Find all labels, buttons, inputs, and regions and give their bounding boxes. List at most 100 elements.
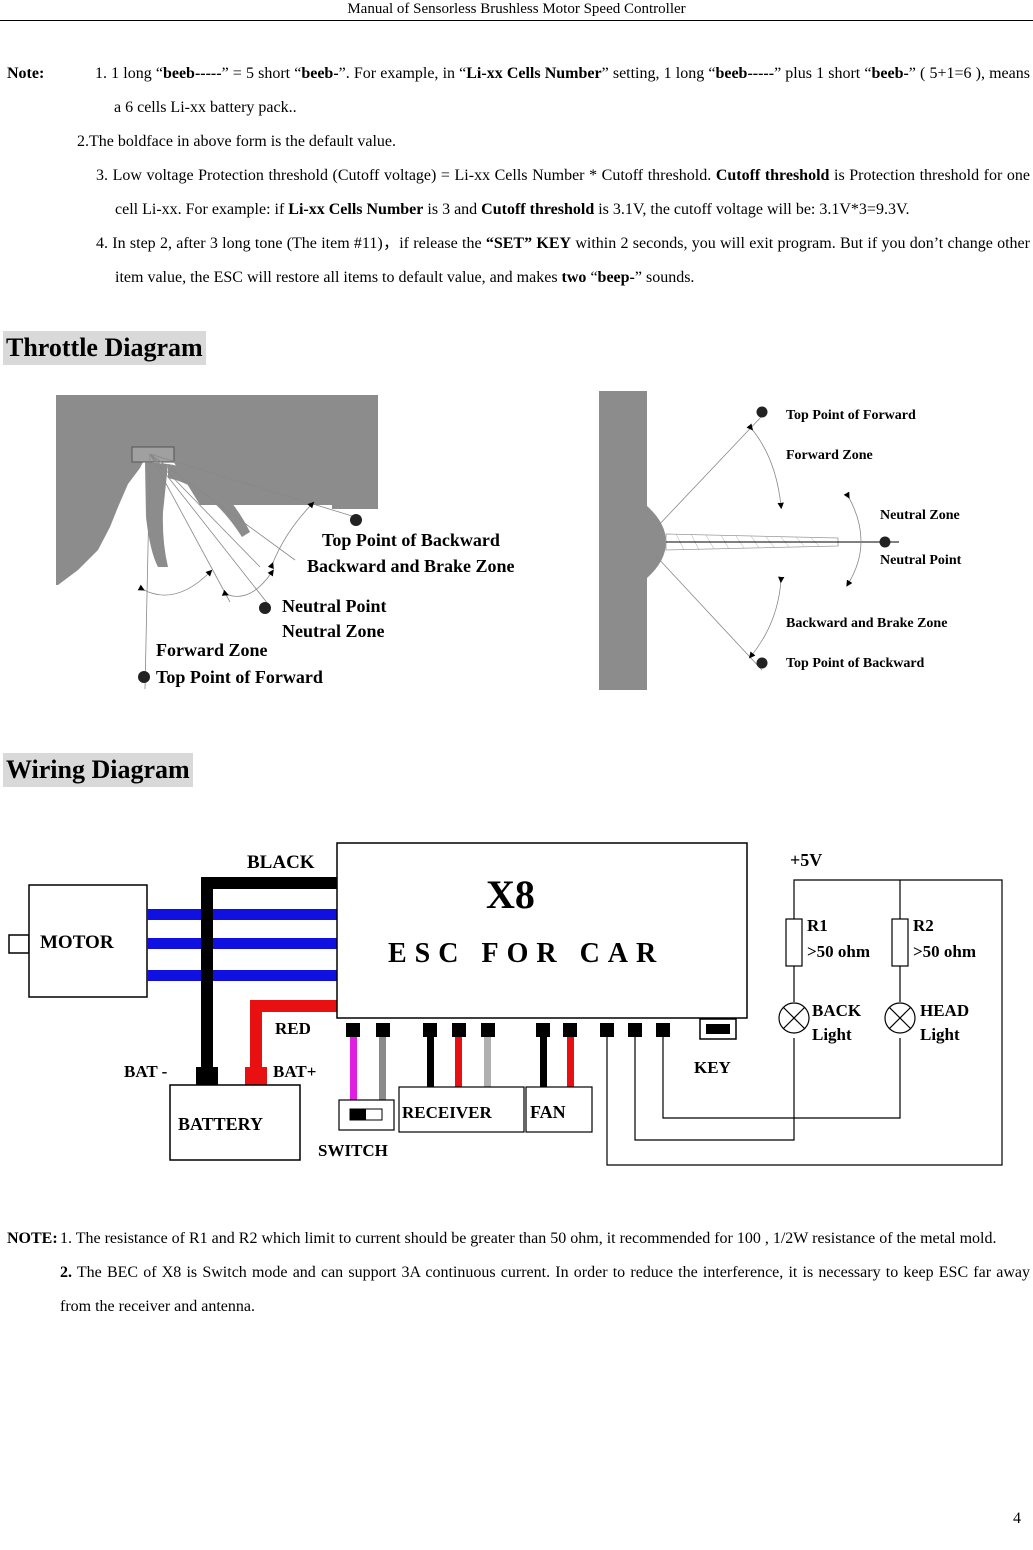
note-1: 1. 1 long “beeb-----” = 5 short “beeb-”.…: [95, 57, 1030, 125]
r2-label: R2: [913, 916, 934, 935]
label-backward-zone: Backward and Brake Zone: [307, 556, 515, 576]
throttle-diagram-right: Top Point of Forward Forward Zone Neutra…: [599, 391, 962, 690]
note-3-bold: Li-xx Cells Number: [288, 201, 424, 218]
note-1-text: ” plus 1 short “: [774, 65, 872, 82]
resistor-r2: [891, 918, 909, 967]
red-wire-label: RED: [275, 1019, 311, 1038]
note-1-text: ” ( 5+1=6 ), means a 6 cells Li-xx batte…: [114, 65, 1030, 116]
key-button-inner: [706, 1024, 730, 1034]
red-battery-wire: [250, 1000, 337, 1067]
top-backward-dot: [350, 514, 362, 526]
note-4-text: “: [586, 269, 598, 286]
neutral-wedge: [665, 533, 839, 551]
right-forward-arc: [746, 423, 784, 510]
wiring-diagram: MOTOR BLACK RED BATTERY BAT - BAT+ X8 ES…: [8, 842, 1003, 1166]
note-3: 3. Low voltage Protection threshold (Cut…: [96, 159, 1030, 227]
top-forward-dot: [138, 671, 150, 683]
forward-arc: [137, 569, 213, 596]
note2-item-1: 1. The resistance of R1 and R2 which lim…: [7, 1222, 1030, 1256]
note-3-text: is 3 and: [423, 201, 482, 218]
trigger-grip: [145, 462, 168, 567]
note-1-text: ”. For example, in “: [338, 65, 467, 82]
receiver-wire-gray: [484, 1037, 491, 1087]
esc-model-label: X8: [486, 872, 535, 917]
black-battery-wire: [201, 877, 337, 1067]
note-4-text: 4. In step 2, after 3 long tone (The ite…: [96, 235, 486, 252]
right-label-neutral-point: Neutral Point: [880, 553, 962, 568]
battery-label: BATTERY: [178, 1114, 263, 1134]
back-light-label: Light: [812, 1025, 852, 1044]
note-2-text: 2.The boldface in above form is the defa…: [77, 133, 396, 150]
note-3-bold: Cutoff threshold: [715, 167, 830, 184]
fan-label: FAN: [530, 1102, 566, 1122]
r1-value: >50 ohm: [807, 942, 870, 961]
switch-toggle-frame: [349, 1108, 383, 1121]
note-3-text: is Protection threshold for one cell Li-…: [115, 167, 1031, 218]
right-label-top-backward: Top Point of Backward: [786, 656, 925, 671]
switch-wire-magenta: [350, 1037, 357, 1100]
switch-box: [338, 1099, 395, 1131]
note-1-bold: Li-xx Cells Number: [466, 65, 602, 82]
throttle-diagram-title: Throttle Diagram: [3, 331, 206, 365]
right-label-forward-zone: Forward Zone: [786, 448, 873, 463]
note2-item-2-text: The BEC of X8 is Switch mode and can sup…: [60, 1264, 1030, 1315]
resistor-r1: [785, 918, 803, 967]
note2-item-1-text: 1. The resistance of R1 and R2 which lim…: [60, 1230, 997, 1247]
note2-item-2: 2. The BEC of X8 is Switch mode and can …: [7, 1256, 1030, 1324]
right-neutral-point-dot: [879, 536, 891, 548]
note-1-bold: beeb-----: [715, 65, 775, 82]
page-header: Manual of Sensorless Brushless Motor Spe…: [0, 0, 1033, 21]
note-1-text: ” = 5 short “: [221, 65, 302, 82]
note2-section: NOTE: 1. The resistance of R1 and R2 whi…: [7, 1222, 1030, 1324]
note-1-text: ” setting, 1 long “: [601, 65, 716, 82]
note-4: 4. In step 2, after 3 long tone (The ite…: [96, 227, 1030, 295]
header-title: Manual of Sensorless Brushless Motor Spe…: [347, 1, 686, 17]
note-1-bold: beeb-: [301, 65, 339, 82]
switch-wire-gray: [379, 1037, 386, 1100]
note-1-text: 1. 1 long “: [95, 65, 163, 82]
key-label: KEY: [694, 1058, 731, 1077]
motor-label: MOTOR: [40, 932, 114, 953]
esc-pins: [346, 1023, 670, 1037]
back-label: BACK: [812, 1001, 862, 1020]
right-label-top-forward: Top Point of Forward: [786, 408, 916, 423]
r1-label: R1: [807, 916, 828, 935]
notes-label: Note:: [7, 65, 45, 82]
backward-arc: [267, 501, 315, 570]
bat-plus-terminal: [245, 1067, 267, 1085]
plus5v-label: +5V: [790, 850, 822, 870]
bat-plus-label: BAT+: [273, 1062, 316, 1081]
receiver-label: RECEIVER: [402, 1103, 492, 1122]
throttle-body-right: [599, 391, 647, 690]
head-label: HEAD: [920, 1001, 969, 1020]
right-top-forward-dot: [756, 406, 768, 418]
wiring-diagram-title: Wiring Diagram: [3, 753, 193, 787]
light-circuit-wires: [606, 879, 1003, 1166]
note-4-bold: two: [561, 269, 587, 286]
right-top-backward-dot: [756, 657, 768, 669]
motor-shaft: [8, 934, 30, 954]
battery-box: [169, 1084, 301, 1161]
note2-label: NOTE:: [7, 1230, 58, 1247]
bat-minus-terminal: [196, 1067, 218, 1085]
note-1-bold: beeb-: [871, 65, 909, 82]
fan-wire-red: [567, 1037, 574, 1087]
esc-subtitle-label: ESC FOR CAR: [388, 938, 664, 969]
throttle-knob: [647, 506, 666, 578]
receiver-wire-black: [427, 1037, 434, 1087]
receiver-wire-red: [455, 1037, 462, 1087]
note-2: 2.The boldface in above form is the defa…: [77, 125, 1030, 159]
motor-wire-a: [147, 909, 337, 920]
label-top-backward: Top Point of Backward: [322, 530, 500, 550]
notes-section: Note: 1. 1 long “beeb-----” = 5 short “b…: [7, 57, 1030, 295]
note2-item-2-number: 2.: [60, 1264, 72, 1281]
page-number: 4: [1013, 1510, 1021, 1527]
label-neutral-point: Neutral Point: [282, 596, 386, 616]
right-neutral-arc: [843, 491, 862, 587]
note-4-bold: “SET” KEY: [485, 235, 572, 252]
label-forward-zone: Forward Zone: [156, 640, 268, 660]
back-light-lamp: [778, 1002, 810, 1034]
note-3-text: 3. Low voltage Protection threshold (Cut…: [96, 167, 716, 184]
receiver-box: [398, 1086, 525, 1133]
fan-box: [525, 1086, 593, 1133]
